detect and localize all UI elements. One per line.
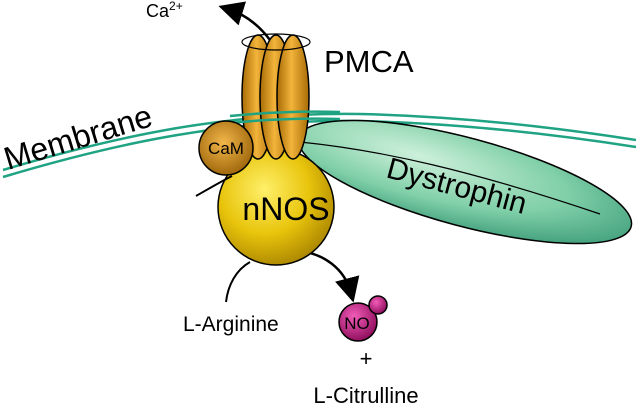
pmca-pump [241,33,311,160]
no-molecule [338,295,388,342]
pmca-label: PMCA [324,44,414,79]
cam-label: CaM [208,139,244,158]
membrane-label: Membrane [0,98,156,177]
l-arginine-curve [225,261,251,303]
membrane-overlay [229,110,341,125]
cam-sphere [198,120,254,176]
nnos-tether-line [195,175,233,197]
calcium-efflux-arrow [218,1,271,41]
plus-label: + [360,346,373,371]
l-arginine-label: L-Arginine [183,313,279,336]
l-citrulline-label: L-Citrulline [313,383,418,408]
calcium-ion-label: Ca2+ [146,0,183,21]
no-label: NO [344,314,370,333]
nnos-label: nNOS [242,191,329,227]
